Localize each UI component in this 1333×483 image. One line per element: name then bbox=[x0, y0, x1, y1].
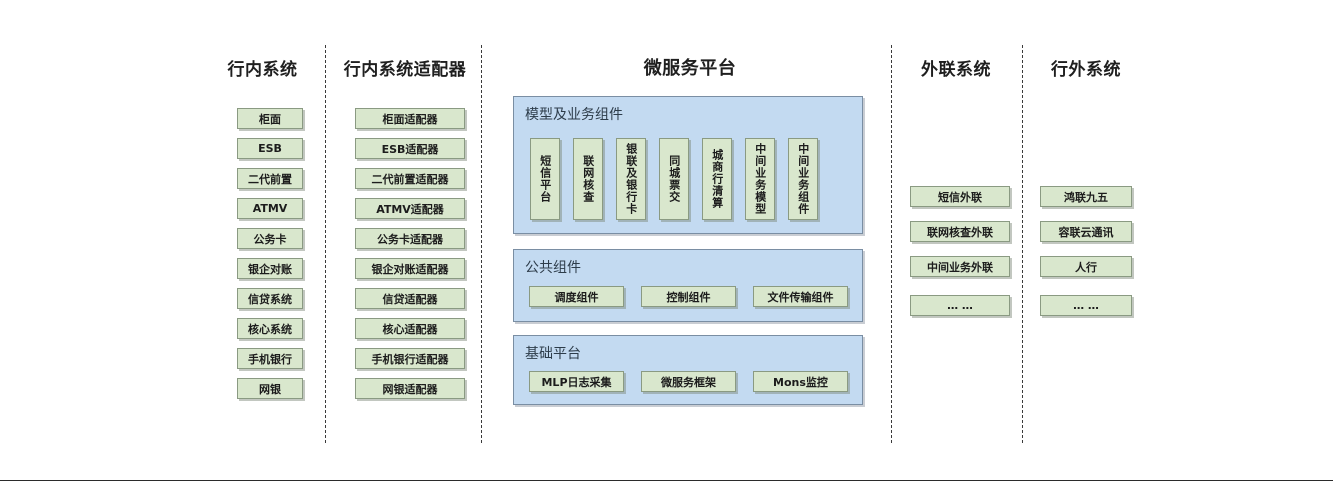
node-public-component-3[interactable]: 文件传输组件 bbox=[753, 286, 848, 307]
panel-title-public-components: 公共组件 bbox=[525, 260, 581, 276]
node-intra-system-9[interactable]: 手机银行 bbox=[237, 348, 303, 369]
node-outside-bank-3[interactable]: 人行 bbox=[1040, 256, 1132, 277]
node-model-component-1[interactable]: 短信平台 bbox=[530, 138, 560, 220]
node-model-component-4-label: 同城票交 bbox=[667, 155, 681, 203]
node-intra-adapter-3[interactable]: 二代前置适配器 bbox=[355, 168, 465, 189]
node-intra-adapter-6[interactable]: 银企对账适配器 bbox=[355, 258, 465, 279]
node-intra-system-8[interactable]: 核心系统 bbox=[237, 318, 303, 339]
panel-title-base-platform: 基础平台 bbox=[525, 346, 581, 362]
node-intra-system-2[interactable]: ESB bbox=[237, 138, 303, 159]
node-outside-bank-4[interactable]: … … bbox=[1040, 295, 1132, 316]
panel-title-model-business-components: 模型及业务组件 bbox=[525, 107, 623, 123]
node-base-platform-3[interactable]: Mons监控 bbox=[753, 371, 848, 392]
node-model-component-2[interactable]: 联网核查 bbox=[573, 138, 603, 220]
node-base-platform-1[interactable]: MLP日志采集 bbox=[529, 371, 624, 392]
node-intra-system-3[interactable]: 二代前置 bbox=[237, 168, 303, 189]
node-intra-system-1[interactable]: 柜面 bbox=[237, 108, 303, 129]
node-intra-system-7[interactable]: 信贷系统 bbox=[237, 288, 303, 309]
node-intra-system-4[interactable]: ATMV bbox=[237, 198, 303, 219]
node-public-component-1[interactable]: 调度组件 bbox=[529, 286, 624, 307]
node-external-liaison-2[interactable]: 联网核查外联 bbox=[910, 221, 1010, 242]
column-separator-2 bbox=[481, 45, 482, 443]
node-model-component-2-label: 联网核查 bbox=[581, 155, 595, 203]
node-public-component-2[interactable]: 控制组件 bbox=[641, 286, 736, 307]
node-base-platform-2[interactable]: 微服务框架 bbox=[641, 371, 736, 392]
node-model-component-6[interactable]: 中间业务模型 bbox=[745, 138, 775, 220]
node-intra-system-6[interactable]: 银企对账 bbox=[237, 258, 303, 279]
node-intra-adapter-10[interactable]: 网银适配器 bbox=[355, 378, 465, 399]
node-intra-adapter-2[interactable]: ESB适配器 bbox=[355, 138, 465, 159]
node-model-component-4[interactable]: 同城票交 bbox=[659, 138, 689, 220]
node-external-liaison-1[interactable]: 短信外联 bbox=[910, 186, 1010, 207]
node-model-component-7-label: 中间业务组件 bbox=[796, 143, 810, 215]
node-model-component-5-label: 城商行清算 bbox=[710, 149, 724, 209]
column-header-external-liaison-systems: 外联系统 bbox=[921, 60, 991, 80]
column-separator-1 bbox=[325, 45, 326, 443]
node-intra-system-10[interactable]: 网银 bbox=[237, 378, 303, 399]
column-header-intra-bank-systems: 行内系统 bbox=[227, 60, 298, 80]
column-header-intra-bank-adapters: 行内系统适配器 bbox=[343, 60, 467, 80]
node-intra-adapter-9[interactable]: 手机银行适配器 bbox=[355, 348, 465, 369]
node-external-liaison-3[interactable]: 中间业务外联 bbox=[910, 256, 1010, 277]
node-intra-adapter-8[interactable]: 核心适配器 bbox=[355, 318, 465, 339]
node-model-component-7[interactable]: 中间业务组件 bbox=[788, 138, 818, 220]
node-model-component-5[interactable]: 城商行清算 bbox=[702, 138, 732, 220]
node-intra-adapter-1[interactable]: 柜面适配器 bbox=[355, 108, 465, 129]
node-intra-adapter-4[interactable]: ATMV适配器 bbox=[355, 198, 465, 219]
node-external-liaison-4[interactable]: … … bbox=[910, 295, 1010, 316]
panel-public-components: 公共组件 bbox=[513, 249, 863, 322]
column-separator-3 bbox=[891, 45, 892, 443]
node-model-component-3[interactable]: 银联及银行卡 bbox=[616, 138, 646, 220]
node-intra-system-5[interactable]: 公务卡 bbox=[237, 228, 303, 249]
node-model-component-1-label: 短信平台 bbox=[538, 155, 552, 203]
page-bottom-rule bbox=[0, 480, 1333, 481]
node-intra-adapter-5[interactable]: 公务卡适配器 bbox=[355, 228, 465, 249]
node-model-component-3-label: 银联及银行卡 bbox=[624, 143, 638, 215]
panel-base-platform: 基础平台 bbox=[513, 335, 863, 405]
node-model-component-6-label: 中间业务模型 bbox=[753, 143, 767, 215]
column-header-microservice-platform: 微服务平台 bbox=[643, 58, 737, 79]
column-separator-4 bbox=[1022, 45, 1023, 443]
node-outside-bank-1[interactable]: 鸿联九五 bbox=[1040, 186, 1132, 207]
node-outside-bank-2[interactable]: 容联云通讯 bbox=[1040, 221, 1132, 242]
node-intra-adapter-7[interactable]: 信贷适配器 bbox=[355, 288, 465, 309]
column-header-outside-bank-systems: 行外系统 bbox=[1051, 60, 1121, 80]
